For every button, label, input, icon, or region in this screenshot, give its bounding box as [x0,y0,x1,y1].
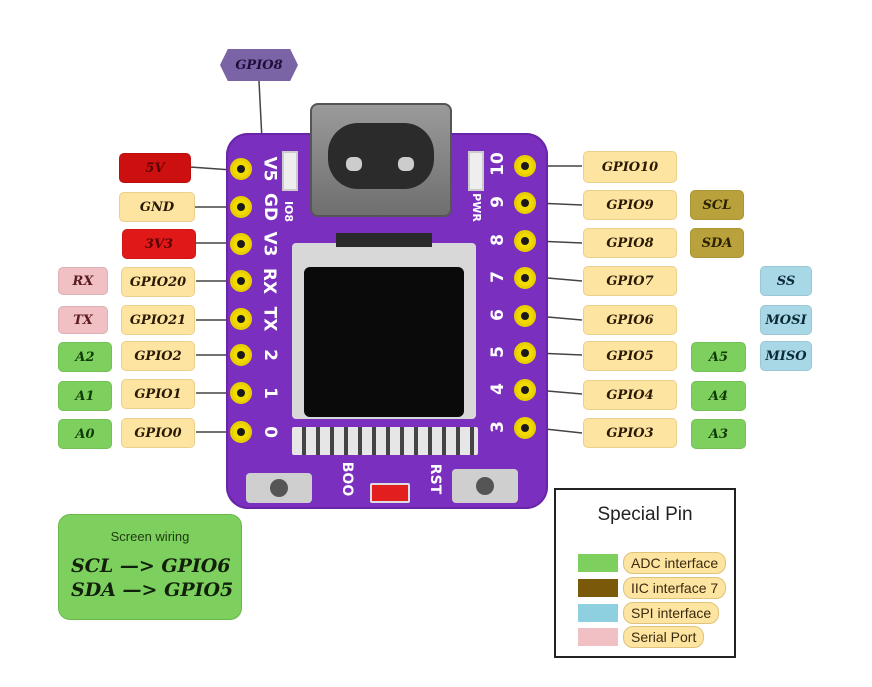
pad-left-v3 [230,233,252,255]
label-gpio1: GPIO1 [121,379,195,409]
label-gpio21: GPIO21 [121,305,195,335]
legend-swatch-spi [578,604,618,622]
pad-right-6 [514,305,536,327]
silk-tx: TX [259,306,280,332]
legend-label-spi: SPI interface [623,602,720,624]
legend-label-serial: Serial Port [623,626,705,648]
silk-6: 6 [487,309,508,321]
legend-label-adc: ADC interface [623,552,727,574]
label-gnd: GND [119,192,195,222]
label-tx: TX [58,306,108,334]
io8-silk: IO8 [282,200,296,223]
label-gpio2: GPIO2 [121,341,195,371]
screen-wiring-scl: SCL —> GPIO6 [71,555,231,577]
pad-right-8 [514,230,536,252]
pad-right-5 [514,342,536,364]
pad-left-tx [230,308,252,330]
label-miso: MISO [760,341,812,371]
pad-right-9 [514,192,536,214]
label-ss: SS [760,266,812,296]
pad-left-0 [230,421,252,443]
label-sda: SDA [690,228,744,258]
screen-wiring-sda: SDA —> GPIO5 [71,579,234,601]
pad-right-7 [514,267,536,289]
legend-swatch-iic [578,579,618,597]
pwr-silk: PWR [469,193,483,222]
special-pin-legend: Special Pin ADC interface IIC interface … [554,488,736,658]
label-5v: 5V [119,153,191,183]
label-a5: A5 [691,342,746,372]
silk-2: 2 [259,349,280,361]
label-gpio6: GPIO6 [583,305,677,335]
label-a0: A0 [58,419,112,449]
pad-right-4 [514,379,536,401]
label-rx: RX [58,267,108,295]
silk-3: 3 [487,421,508,433]
silk-9: 9 [487,196,508,208]
usb-c-connector [310,103,452,217]
pad-left-2 [230,344,252,366]
rst-silk: RST [427,463,444,495]
screen-wiring-title: Screen wiring [110,529,190,544]
usb-c-port [328,123,434,189]
legend-label-iic: IIC interface 7 [623,577,727,599]
reset-button[interactable] [452,469,518,503]
screen-connector-strip [292,427,478,455]
label-gpio20: GPIO20 [121,267,195,297]
power-switch[interactable] [370,483,410,503]
label-gpio10: GPIO10 [583,151,677,183]
label-scl: SCL [690,190,744,220]
silk-v3: V3 [259,231,280,257]
boot-button[interactable] [246,473,312,503]
pad-left-gd [230,196,252,218]
silk-1: 1 [259,387,280,399]
pad-left-1 [230,382,252,404]
legend-swatch-adc [578,554,618,572]
io8-led [282,151,298,191]
silk-10: 10 [487,152,508,176]
silk-rx: RX [259,267,280,295]
label-gpio7: GPIO7 [583,266,677,296]
pwr-led [468,151,484,191]
pad-left-rx [230,270,252,292]
label-gpio5: GPIO5 [583,341,677,371]
label-a4: A4 [691,381,746,411]
screen-wiring-box: Screen wiring SCL —> GPIO6 SDA —> GPIO5 [58,514,242,620]
legend-swatch-serial [578,628,618,646]
label-a2: A2 [58,342,112,372]
label-gpio9: GPIO9 [583,190,677,220]
oled-screen [292,233,476,419]
silk-v5: V5 [259,156,280,182]
pad-left-v5 [230,158,252,180]
silk-5: 5 [487,346,508,358]
pad-right-3 [514,417,536,439]
legend-title: Special Pin [597,504,693,525]
silk-7: 7 [487,271,508,283]
silk-8: 8 [487,234,508,246]
label-a3: A3 [691,419,746,449]
label-gpio0: GPIO0 [121,418,195,448]
label-a1: A1 [58,381,112,411]
silk-0: 0 [259,426,280,438]
gpio8-top-label: GPIO8 [220,49,298,81]
label-gpio3: GPIO3 [583,418,677,448]
silk-4: 4 [487,383,508,395]
pcb-board: BOO RST PWR IO8 [226,103,548,509]
pad-right-10 [514,155,536,177]
label-mosi: MOSI [760,305,812,335]
label-3v3: 3V3 [122,229,196,259]
label-gpio4: GPIO4 [583,380,677,410]
silk-gd: GD [260,192,281,222]
label-gpio8: GPIO8 [583,228,677,258]
boot-silk: BOO [339,461,356,497]
